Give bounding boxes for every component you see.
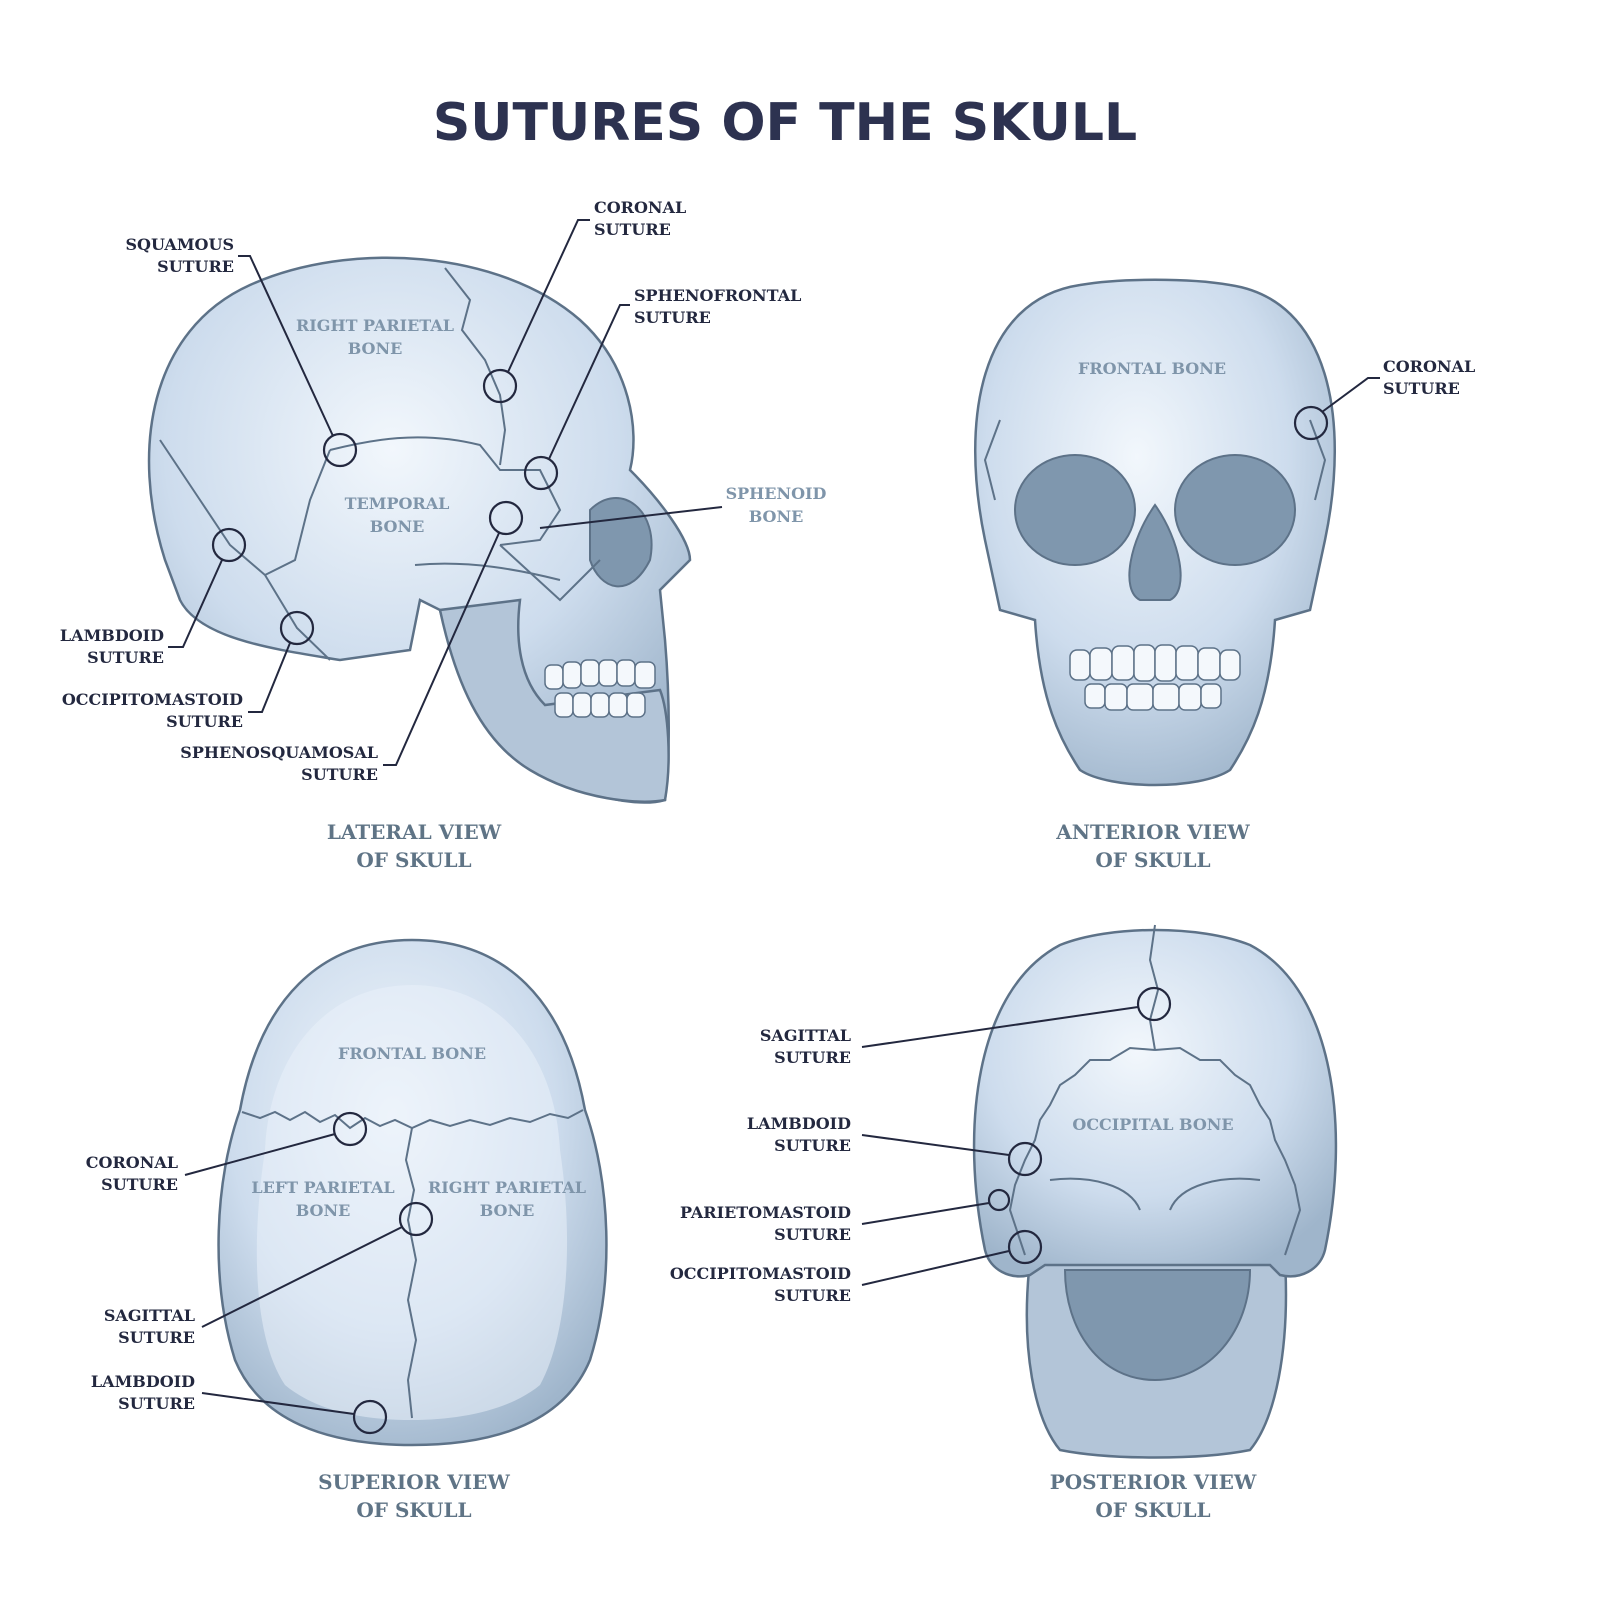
suture-label: SUTURE xyxy=(774,1286,851,1305)
lateral-sphenosquamosal-callout: SPHENOSQUAMOSAL SUTURE xyxy=(180,500,524,784)
frontal-bone-label: FRONTAL BONE xyxy=(1078,359,1226,378)
lateral-lambdoid-callout: LAMBDOID SUTURE xyxy=(60,527,247,667)
suture-label: CORONAL xyxy=(594,198,686,217)
sphenoid-bone-label: BONE xyxy=(749,507,804,526)
posterior-sagittal-callout: SAGITTAL SUTURE xyxy=(760,986,1172,1067)
anterior-view-title: OF SKULL xyxy=(1095,848,1210,872)
posterior-lambdoid-callout: LAMBDOID SUTURE xyxy=(747,1114,1043,1177)
suture-label: SUTURE xyxy=(166,712,243,731)
left-parietal-bone-label: BONE xyxy=(296,1201,351,1220)
posterior-parietomastoid-callout: PARIETOMASTOID SUTURE xyxy=(680,1188,1011,1244)
suture-label: SUTURE xyxy=(87,648,164,667)
suture-label: SUTURE xyxy=(774,1136,851,1155)
posterior-view-title: POSTERIOR VIEW xyxy=(1050,1470,1257,1494)
teeth xyxy=(1069,644,1241,711)
suture-label: SUTURE xyxy=(157,257,234,276)
superior-view-title: SUPERIOR VIEW xyxy=(318,1470,510,1494)
suture-label: SUTURE xyxy=(101,1175,178,1194)
right-parietal-bone-label: RIGHT PARIETAL xyxy=(428,1178,586,1197)
suture-label: SQUAMOUS xyxy=(125,235,234,254)
superior-view-title: OF SKULL xyxy=(356,1498,471,1522)
right-parietal-bone-label: BONE xyxy=(480,1201,535,1220)
superior-sagittal-callout: SAGITTAL SUTURE xyxy=(104,1201,434,1347)
suture-label: SPHENOFRONTAL xyxy=(634,286,801,305)
posterior-occipitomastoid-callout: OCCIPITOMASTOID SUTURE xyxy=(670,1229,1043,1305)
lateral-occipitomastoid-callout: OCCIPITOMASTOID SUTURE xyxy=(62,610,315,731)
teeth xyxy=(544,659,656,718)
suture-label: SUTURE xyxy=(301,765,378,784)
suture-label: SUTURE xyxy=(118,1328,195,1347)
lateral-view-title: OF SKULL xyxy=(356,848,471,872)
sphenoid-bone-label: SPHENOID xyxy=(726,484,827,503)
suture-label: LAMBDOID xyxy=(91,1372,195,1391)
left-parietal-bone-label: LEFT PARIETAL xyxy=(251,1178,394,1197)
suture-label: LAMBDOID xyxy=(60,626,164,645)
suture-label: SUTURE xyxy=(118,1394,195,1413)
suture-label: SAGITTAL xyxy=(760,1026,851,1045)
anterior-skull xyxy=(974,278,1336,787)
temporal-bone-label: BONE xyxy=(370,517,425,536)
suture-label: CORONAL xyxy=(1383,357,1475,376)
suture-label: OCCIPITOMASTOID xyxy=(62,690,243,709)
right-parietal-bone-label: BONE xyxy=(348,339,403,358)
lateral-coronal-callout: CORONAL SUTURE xyxy=(482,198,686,404)
suture-label: PARIETOMASTOID xyxy=(680,1203,851,1222)
suture-label: OCCIPITOMASTOID xyxy=(670,1264,851,1283)
superior-skull xyxy=(217,938,608,1447)
right-parietal-bone-label: RIGHT PARIETAL xyxy=(296,316,454,335)
superior-coronal-callout: CORONAL SUTURE xyxy=(86,1111,368,1194)
occipital-bone-label: OCCIPITAL BONE xyxy=(1072,1115,1233,1134)
lateral-view-title: LATERAL VIEW xyxy=(327,820,502,844)
anterior-view-title: ANTERIOR VIEW xyxy=(1055,820,1250,844)
suture-label: CORONAL xyxy=(86,1153,178,1172)
frontal-bone-label: FRONTAL BONE xyxy=(338,1044,486,1063)
suture-label: LAMBDOID xyxy=(747,1114,851,1133)
superior-lambdoid-callout: LAMBDOID SUTURE xyxy=(91,1372,388,1435)
posterior-skull xyxy=(972,924,1338,1459)
lateral-sphenofrontal-callout: SPHENOFRONTAL SUTURE xyxy=(523,286,801,491)
suture-label: SUTURE xyxy=(774,1048,851,1067)
page-title: SUTURES OF THE SKULL xyxy=(433,93,1137,153)
suture-label: SAGITTAL xyxy=(104,1306,195,1325)
suture-label: SUTURE xyxy=(634,308,711,327)
suture-label: SUTURE xyxy=(594,220,671,239)
temporal-bone-label: TEMPORAL xyxy=(345,494,450,513)
anterior-coronal-callout: CORONAL SUTURE xyxy=(1293,357,1475,441)
suture-label: SUTURE xyxy=(1383,379,1460,398)
posterior-view-title: OF SKULL xyxy=(1095,1498,1210,1522)
suture-label: SPHENOSQUAMOSAL xyxy=(180,743,378,762)
sphenoid-leader-line xyxy=(539,506,723,529)
lateral-squamous-callout: SQUAMOUS SUTURE xyxy=(125,235,358,468)
suture-label: SUTURE xyxy=(774,1225,851,1244)
